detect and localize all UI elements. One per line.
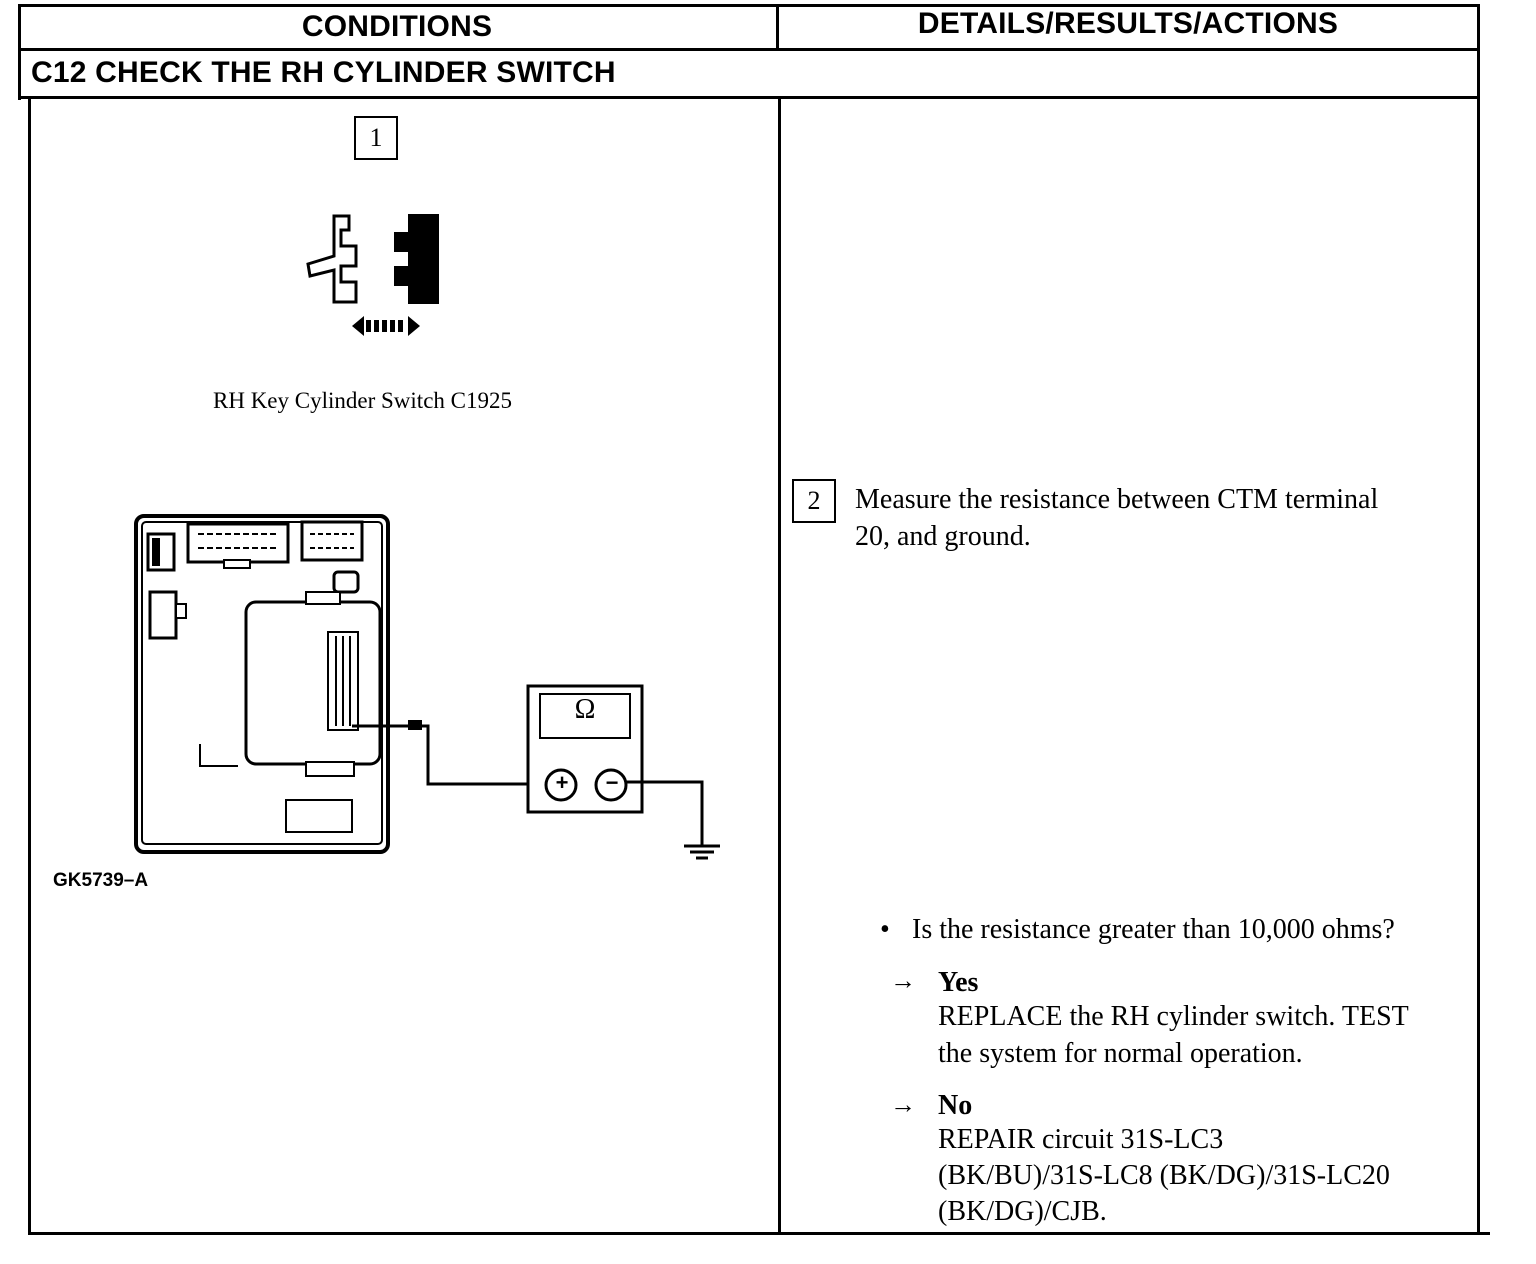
minus-symbol: − <box>605 770 619 795</box>
table-top-border <box>18 4 1480 7</box>
positive-lead <box>352 724 532 786</box>
connector-icon <box>306 214 439 336</box>
ctm-module <box>134 514 390 854</box>
conditions-header: CONDITIONS <box>301 10 493 43</box>
ground-lead <box>626 780 704 846</box>
meter-plus-terminal <box>544 768 578 802</box>
bullet-icon: • <box>880 914 890 945</box>
double-arrow-icon <box>352 316 420 336</box>
figure-id: GK5739–A <box>53 870 149 891</box>
connector-caption: RH Key Cylinder Switch C1925 <box>213 388 512 413</box>
step-1-box: 1 <box>354 116 398 160</box>
plus-symbol: + <box>555 770 569 795</box>
question-text: Is the resistance greater than 10,000 oh… <box>912 914 1395 945</box>
column-divider-top <box>776 4 779 51</box>
instruction-line-1: Measure the resistance between CTM termi… <box>855 484 1379 515</box>
no-action-line-3: (BK/DG)/CJB. <box>938 1196 1107 1227</box>
ohm-symbol: Ω <box>574 694 596 725</box>
table-left-border-lower <box>28 98 31 1235</box>
ground-icon <box>684 844 720 860</box>
table-bottom-border <box>28 1232 1490 1235</box>
connector-left-half <box>306 214 358 304</box>
section-title: C12 CHECK THE RH CYLINDER SWITCH <box>31 56 616 89</box>
details-header: DETAILS/RESULTS/ACTIONS <box>917 7 1339 40</box>
yes-action-line-2: the system for normal operation. <box>938 1038 1303 1069</box>
table-left-border <box>18 4 21 100</box>
yes-action-line-1: REPLACE the RH cylinder switch. TEST <box>938 1001 1409 1032</box>
step-2-box: 2 <box>792 479 836 523</box>
diagnostic-table: CONDITIONS DETAILS/RESULTS/ACTIONS C12 C… <box>18 4 1490 1236</box>
no-action-line-1: REPAIR circuit 31S-LC3 <box>938 1124 1224 1155</box>
connector-right-half <box>394 214 439 304</box>
no-label: No <box>938 1090 973 1121</box>
yes-arrow-icon: → <box>890 966 916 995</box>
section-separator <box>18 96 1480 99</box>
table-right-border <box>1477 4 1480 1235</box>
ctm-meter-diagram <box>134 514 720 860</box>
no-arrow-icon: → <box>890 1090 916 1119</box>
instruction-line-2: 20, and ground. <box>855 521 1031 552</box>
meter-minus-terminal <box>594 768 628 802</box>
header-separator <box>18 48 1480 51</box>
ohmmeter <box>526 684 644 814</box>
column-divider <box>778 96 781 1235</box>
yes-label: Yes <box>938 967 979 998</box>
no-action-line-2: (BK/BU)/31S-LC8 (BK/DG)/31S-LC20 <box>938 1160 1390 1191</box>
